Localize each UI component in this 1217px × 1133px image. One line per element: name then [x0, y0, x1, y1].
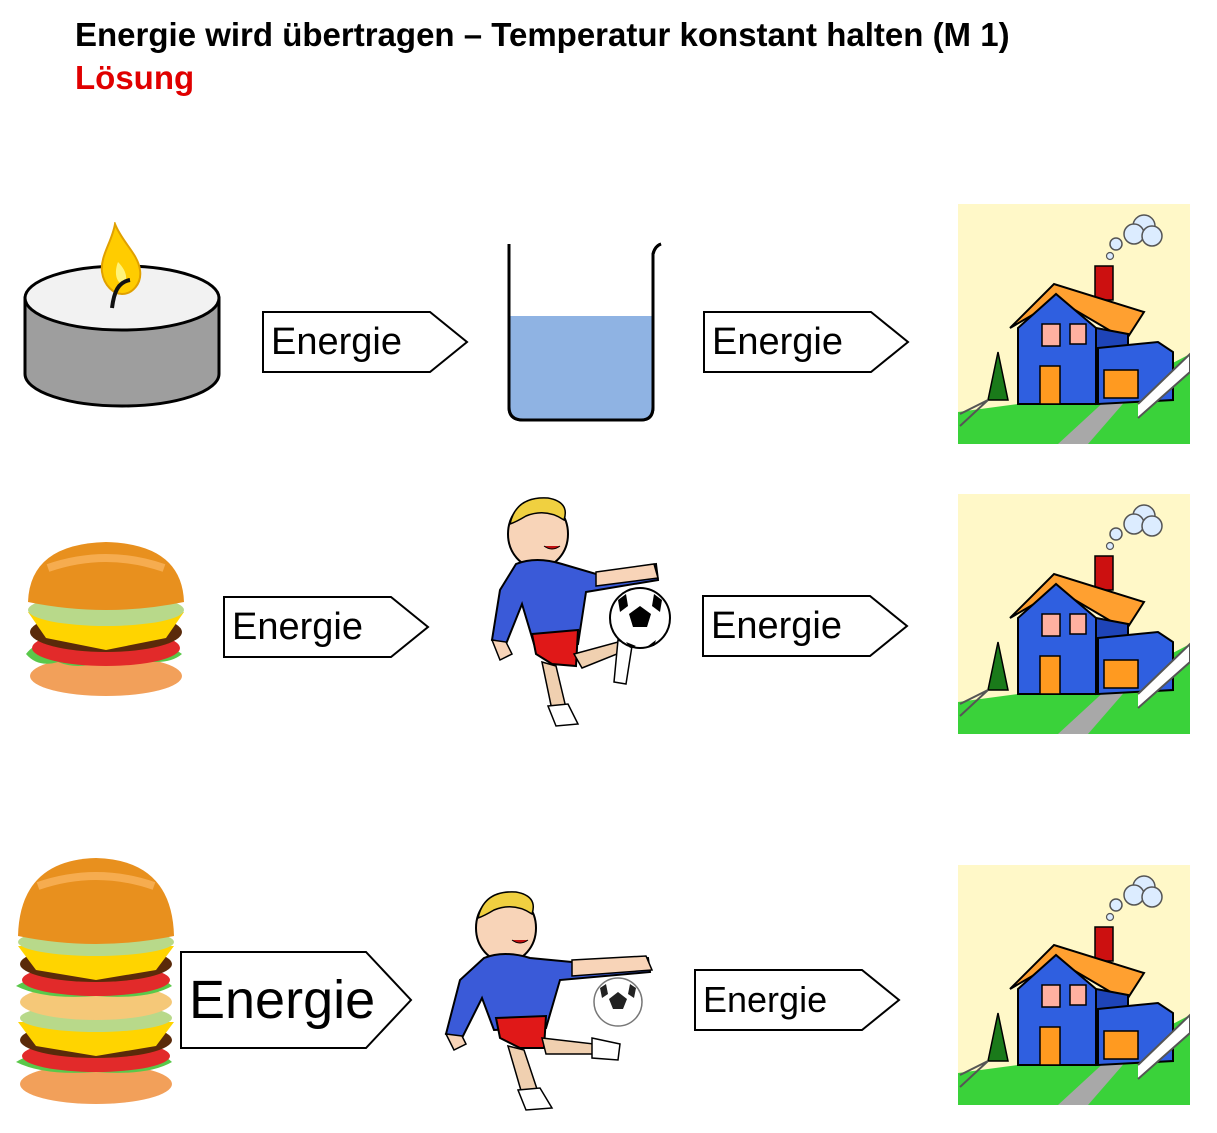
energy-arrow: Energie — [694, 969, 901, 1031]
energy-label: Energie — [189, 970, 376, 1030]
house-icon — [958, 865, 1190, 1105]
energy-label: Energie — [232, 605, 363, 648]
house-icon — [958, 494, 1190, 734]
energy-label: Energie — [271, 320, 402, 363]
page-title: Energie wird übertragen – Temperatur kon… — [75, 16, 1010, 53]
energy-label: Energie — [703, 979, 828, 1020]
candle-icon — [22, 222, 224, 412]
energy-label: Energie — [711, 604, 842, 647]
energy-label: Energie — [712, 320, 843, 363]
energy-arrow: Energie — [702, 595, 909, 657]
soccer-player-icon — [486, 494, 672, 730]
energy-arrow: Energie — [223, 596, 430, 658]
energy-arrow: Energie — [703, 311, 910, 373]
energy-arrow: Energie — [262, 311, 469, 373]
soccer-player-icon — [442, 888, 654, 1112]
double-burger-icon — [8, 856, 180, 1108]
solution-label: Lösung — [75, 59, 195, 96]
burger-icon — [18, 538, 190, 700]
house-icon — [958, 204, 1190, 444]
energy-arrow-large: Energie — [180, 951, 413, 1049]
beaker-icon — [503, 242, 665, 424]
